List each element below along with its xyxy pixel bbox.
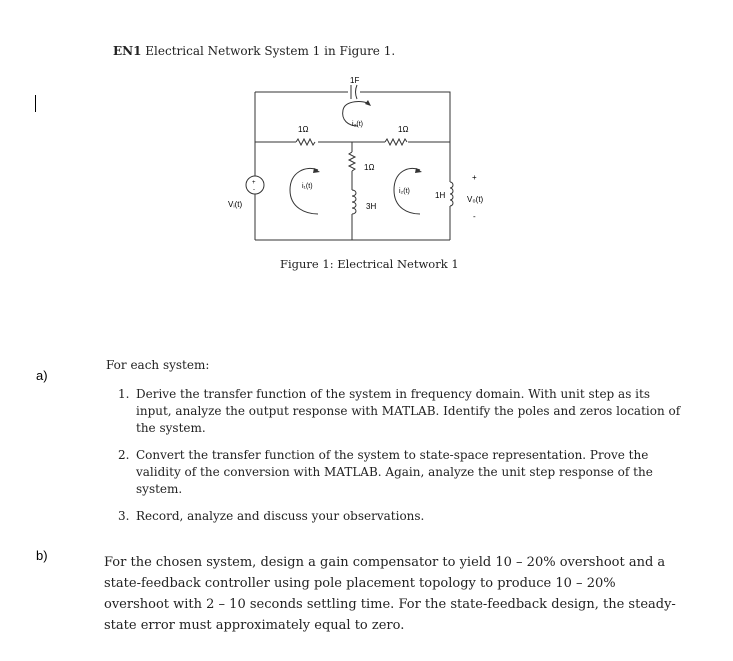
part-b-label: b) bbox=[36, 548, 48, 563]
list-text: Derive the transfer function of the syst… bbox=[136, 387, 681, 435]
arrow-head-i2 bbox=[415, 168, 422, 173]
part-b-text: For the chosen system, design a gain com… bbox=[104, 555, 676, 633]
inductor-middle bbox=[351, 189, 357, 215]
inductor-middle-label: 3H bbox=[366, 202, 376, 211]
list-number: 1. bbox=[118, 387, 130, 401]
part-a-lead: For each system: bbox=[106, 358, 210, 372]
problem-code: EN1 bbox=[113, 44, 142, 58]
resistor-middle-label: 1Ω bbox=[364, 163, 374, 172]
list-item: 1. Derive the transfer function of the s… bbox=[118, 386, 683, 437]
capacitor-label: 1F bbox=[350, 76, 359, 85]
inductor-right bbox=[449, 181, 454, 207]
arrow-head-i1 bbox=[313, 168, 320, 173]
list-number: 3. bbox=[118, 509, 130, 523]
input-voltage-label: Vᵢ(t) bbox=[228, 200, 242, 209]
list-text: Convert the transfer function of the sys… bbox=[136, 448, 653, 496]
mesh-label-i2: i₂(t) bbox=[399, 188, 410, 195]
output-plus-label: + bbox=[472, 173, 477, 182]
task-list: 1. Derive the transfer function of the s… bbox=[118, 386, 683, 535]
capacitor-plate-right bbox=[355, 84, 358, 100]
text-cursor bbox=[35, 95, 36, 112]
resistor-right bbox=[384, 137, 408, 147]
list-item: 2. Convert the transfer function of the … bbox=[118, 447, 683, 498]
voltage-source-icon bbox=[245, 175, 265, 195]
arrow-head-i3 bbox=[365, 100, 371, 106]
list-number: 2. bbox=[118, 448, 130, 462]
resistor-right-label: 1Ω bbox=[398, 125, 408, 134]
top-wire bbox=[255, 91, 451, 142]
source-minus-label: - bbox=[253, 187, 255, 193]
problem-title: Electrical Network System 1 in Figure 1. bbox=[145, 44, 396, 58]
mesh-label-i1: i₁(t) bbox=[302, 183, 313, 190]
resistor-left bbox=[295, 137, 316, 147]
mesh-label-i3: i₃(t) bbox=[352, 121, 363, 128]
circuit-diagram: 1F i₃(t) 1Ω 1Ω 1Ω i₁(t) i₂(t) 3H 1H Vᵢ(t… bbox=[228, 76, 484, 241]
mesh-arrow-i1 bbox=[289, 167, 319, 215]
resistor-left-label: 1Ω bbox=[298, 125, 308, 134]
list-item: 3. Record, analyze and discuss your obse… bbox=[118, 508, 683, 525]
problem-heading: EN1 Electrical Network System 1 in Figur… bbox=[113, 44, 395, 58]
source-plus-label: + bbox=[252, 180, 256, 186]
figure-caption: Figure 1: Electrical Network 1 bbox=[280, 257, 459, 271]
resistor-middle bbox=[347, 151, 357, 172]
output-minus-label: - bbox=[473, 212, 476, 221]
list-text: Record, analyze and discuss your observa… bbox=[136, 509, 425, 523]
mesh-arrow-i2 bbox=[393, 167, 421, 215]
mesh-arrow-i3 bbox=[342, 101, 370, 127]
part-a-label: a) bbox=[36, 368, 48, 383]
output-voltage-label: V₀(t) bbox=[467, 195, 484, 204]
inductor-right-label: 1H bbox=[435, 191, 445, 200]
